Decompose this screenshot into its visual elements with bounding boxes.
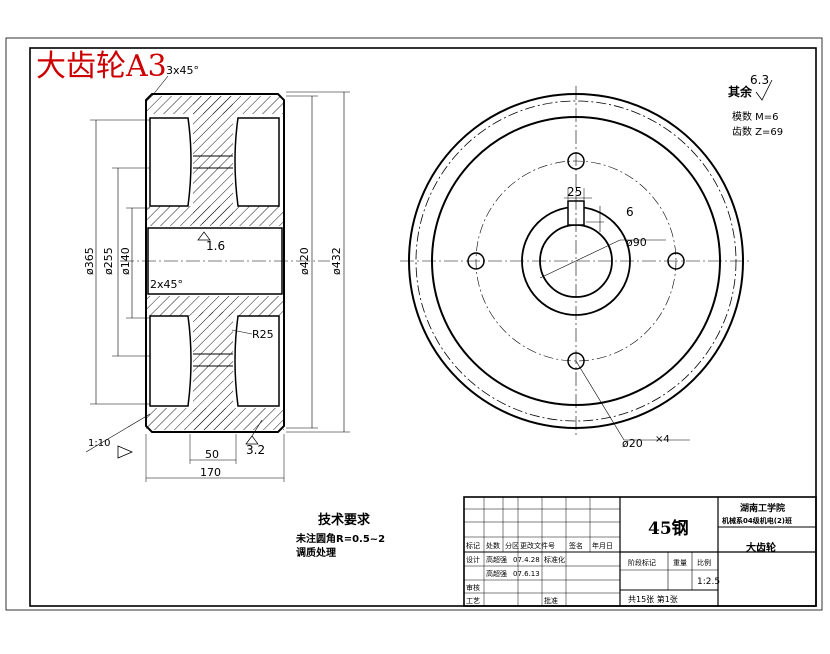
dia-365-label: ø365	[83, 247, 96, 275]
keyway-width-label: 25	[567, 185, 582, 199]
part-name-label: 大齿轮	[746, 541, 776, 554]
class-label: 机械系04级机电(2)班	[722, 516, 792, 525]
dia-255-label: ø255	[102, 247, 115, 275]
dia-140-label: ø140	[119, 247, 132, 275]
standard-label: 标准化	[544, 555, 565, 564]
review-name: 高超强	[486, 569, 507, 578]
taper-label: 1:10	[88, 438, 110, 449]
module-label: 模数 M=6	[732, 110, 779, 123]
bore-dia-label: ø90	[626, 236, 647, 249]
design-name: 高超强	[486, 555, 507, 564]
title-block	[463, 496, 817, 607]
process-label: 工艺	[466, 597, 480, 605]
sheet-count: 共15张 第1张	[628, 594, 678, 604]
tech-req-line2: 调质处理	[296, 546, 336, 559]
width-170-label: 170	[200, 466, 221, 479]
chamfer-top-label: 3x45°	[166, 64, 199, 77]
scale-label: 比例	[697, 558, 711, 567]
section-view	[85, 75, 350, 482]
rest-roughness-label: 6.3	[750, 73, 769, 87]
rest-label: 其余	[728, 84, 753, 99]
dia-432-label: ø432	[330, 247, 343, 275]
bore-roughness-label: 1.6	[206, 239, 225, 253]
sheet-frame	[29, 47, 817, 607]
stage-label: 阶段标记	[628, 558, 656, 567]
review-date: 07.6.13	[513, 570, 540, 578]
approve-label: 批准	[544, 596, 558, 605]
tech-req-title: 技术要求	[318, 512, 371, 528]
scale-value: 1:2.5	[697, 577, 720, 587]
weight-label: 重量	[673, 559, 687, 567]
head-date: 年月日	[592, 541, 613, 550]
keyway-depth-label: 6	[626, 205, 634, 219]
head-zone: 分区	[505, 541, 519, 550]
sheet-outer-border	[5, 37, 823, 611]
dia-420-label: ø420	[298, 247, 311, 275]
tech-req-line1: 未注圆角R=0.5~2	[295, 532, 385, 545]
design-label: 设计	[466, 555, 480, 564]
review-label: 审核	[466, 583, 480, 592]
head-count: 处数	[486, 541, 500, 550]
front-view	[400, 79, 773, 441]
hole-count-label: ×4	[655, 434, 670, 445]
material-label: 45钢	[648, 518, 689, 539]
hole-dia-label: ø20	[622, 437, 643, 450]
drawing-title: 大齿轮A3	[36, 49, 167, 84]
width-50-label: 50	[205, 448, 219, 461]
teeth-label: 齿数 Z=69	[732, 125, 783, 138]
chamfer-bore-label: 2x45°	[150, 278, 183, 291]
design-date: 07.4.28	[513, 556, 540, 564]
school-label: 湖南工学院	[740, 502, 785, 514]
radius-label: R25	[252, 328, 274, 341]
bottom-roughness-label: 3.2	[246, 443, 265, 457]
head-file: 更改文件号	[520, 541, 555, 550]
head-mark: 标记	[466, 541, 480, 550]
head-sign: 签名	[569, 541, 583, 550]
